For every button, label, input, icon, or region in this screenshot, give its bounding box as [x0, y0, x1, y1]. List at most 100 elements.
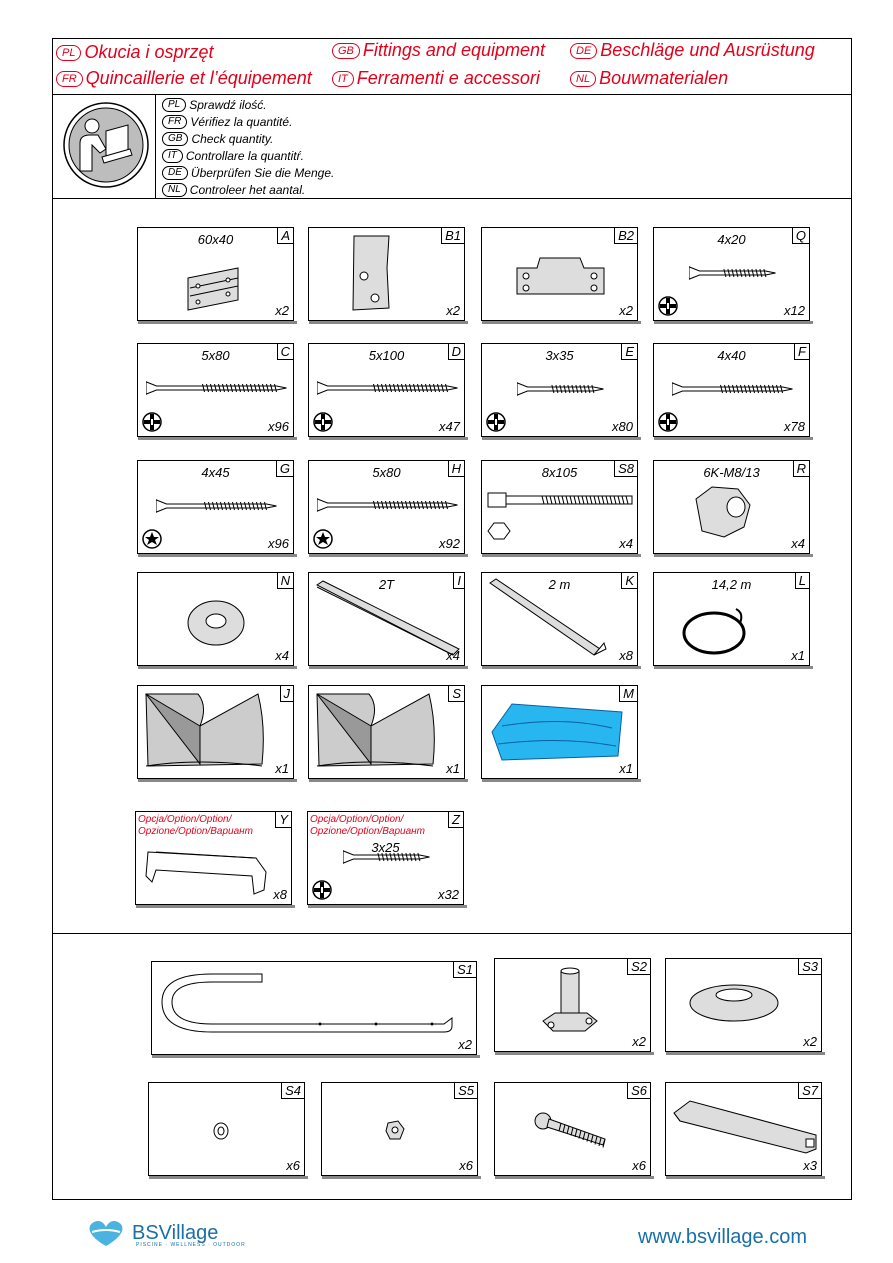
part-id: Z	[448, 812, 463, 828]
part-id: S6	[627, 1083, 650, 1099]
page-frame	[52, 38, 852, 1200]
part-id: E	[621, 344, 637, 360]
phillips-icon	[142, 412, 162, 432]
part-quantity: x2	[803, 1034, 817, 1049]
part-quantity: x3	[803, 1158, 817, 1173]
option-label: Opcja/Option/Option/Opzione/Option/Вариа…	[310, 814, 426, 837]
part-quantity: x12	[784, 303, 805, 318]
part-id: Q	[791, 228, 809, 244]
part-quantity: x32	[438, 887, 459, 902]
check-text: Controleer het aantal.	[189, 182, 306, 197]
part-id: N	[276, 573, 293, 589]
phillips-icon	[313, 412, 333, 432]
part-size: 2T	[378, 577, 395, 592]
part-quantity: x1	[446, 761, 460, 776]
torx-icon	[313, 529, 333, 549]
part-id: S5	[454, 1083, 477, 1099]
part-z: Opcja/Option/Option/Opzione/Option/Вариа…	[307, 811, 467, 908]
screw-mid-illustration	[672, 381, 793, 397]
part-size: 5x80	[372, 465, 401, 480]
part-quantity: x2	[619, 303, 633, 318]
screw-short-illustration	[689, 265, 776, 281]
part-size: 4x20	[717, 232, 746, 247]
part-size: 4x45	[201, 465, 230, 480]
part-size: 60x40	[197, 232, 234, 247]
liner-illustration	[145, 693, 264, 767]
phillips-icon	[486, 412, 506, 432]
part-quantity: x96	[268, 419, 289, 434]
part-id: B2	[614, 228, 637, 244]
part-id: C	[276, 344, 293, 360]
read-manual-icon	[63, 102, 149, 188]
website-url[interactable]: www.bsvillage.com	[638, 1226, 807, 1248]
part-id: L	[794, 573, 809, 589]
part-quantity: x1	[791, 648, 805, 663]
part-id: M	[619, 686, 637, 702]
divider	[52, 198, 852, 199]
brand-tagline: PISCINE · WELLNESS · OUTDOOR	[136, 1242, 246, 1248]
lang-tag: DE	[162, 165, 188, 180]
screw-mid-illustration	[156, 498, 277, 514]
bolt-illustration	[487, 492, 633, 540]
part-id: H	[447, 461, 464, 477]
part-size: 14,2 m	[711, 577, 752, 592]
lang-tag: FR	[162, 114, 188, 129]
screw-short-illustration	[343, 849, 430, 865]
part-quantity: x6	[459, 1158, 473, 1173]
phillips-icon	[658, 412, 678, 432]
part-s6: S6 x6	[494, 1082, 654, 1179]
part-id: D	[447, 344, 464, 360]
rail-illustration	[316, 580, 460, 656]
part-id: K	[621, 573, 637, 589]
bracket-illustration	[516, 257, 605, 295]
lang-tag: GB	[162, 131, 189, 146]
part-quantity: x2	[458, 1037, 472, 1052]
screw-short-illustration	[517, 381, 604, 397]
part-size: 8x105	[541, 465, 578, 480]
part-quantity: x6	[632, 1158, 646, 1173]
part-s5: S5 x6	[321, 1082, 481, 1179]
lang-tag: IT	[162, 148, 183, 163]
part-id: S3	[798, 959, 821, 975]
part-quantity: x4	[446, 648, 460, 663]
check-text: Sprawdź ilość.	[189, 97, 267, 112]
part-quantity: x80	[612, 419, 633, 434]
part-id: S4	[281, 1083, 304, 1099]
part-id: G	[275, 461, 293, 477]
part-size: 3x25	[371, 840, 400, 855]
part-quantity: x8	[619, 648, 633, 663]
lang-tag: NL	[162, 182, 187, 197]
part-quantity: x4	[619, 536, 633, 551]
small-nut-illustration	[385, 1120, 405, 1140]
plate-illustration	[352, 235, 390, 311]
heart-logo-icon	[89, 1220, 123, 1246]
part-quantity: x2	[275, 303, 289, 318]
check-text: Check quantity.	[191, 131, 274, 146]
part-quantity: x78	[784, 419, 805, 434]
part-size: 6K-M8/13	[703, 465, 760, 480]
cover-illustration	[491, 703, 623, 761]
part-id: S2	[627, 959, 650, 975]
